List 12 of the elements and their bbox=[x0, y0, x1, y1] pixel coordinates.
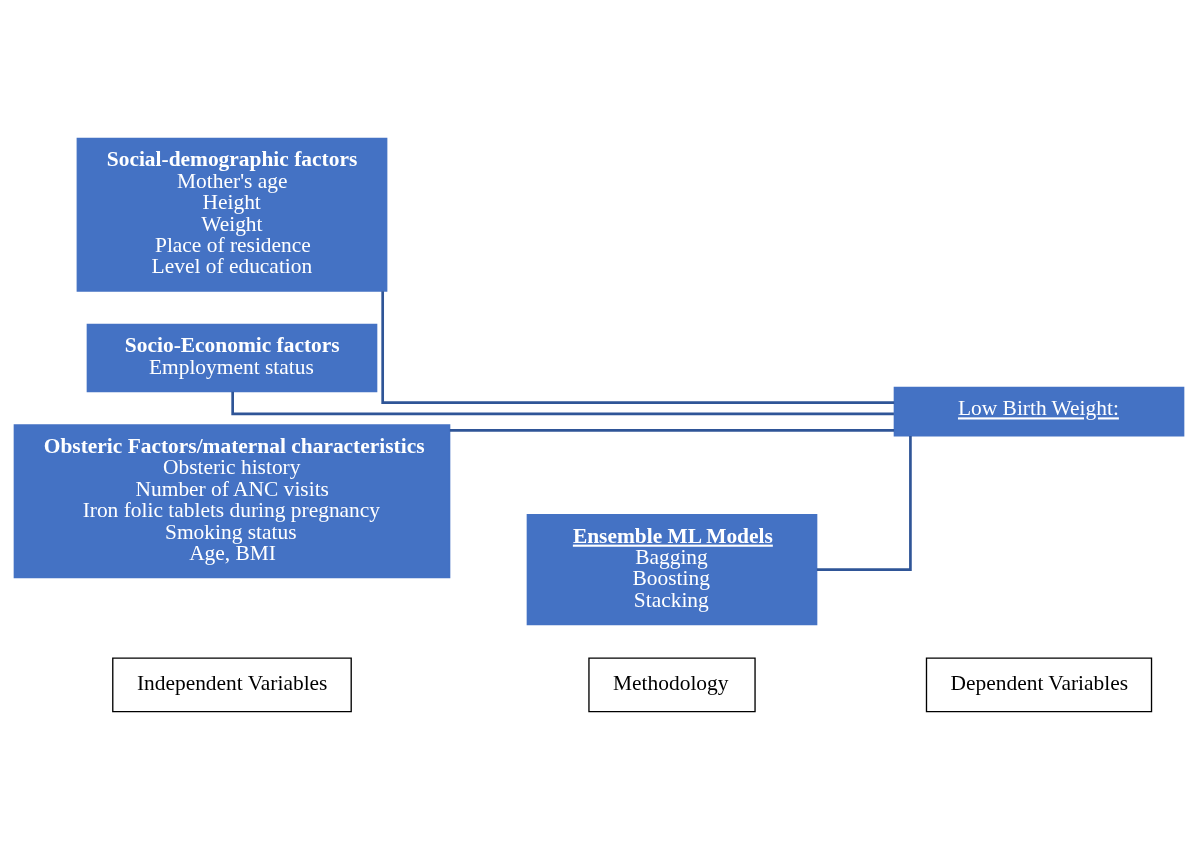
node-box: Social-demographic factors Mother's age Height Weight Place of residence Level of education bbox=[76, 137, 388, 292]
node-box: Dependent Variables bbox=[925, 656, 1153, 712]
node-box: Independent Variables bbox=[112, 656, 352, 712]
node-box: Methodology bbox=[588, 656, 756, 712]
connector bbox=[381, 290, 895, 404]
node-box: Socio-Economic factors Employment status bbox=[86, 323, 378, 392]
node-box: Low Birth Weight: bbox=[893, 386, 1185, 436]
connector bbox=[816, 435, 912, 571]
connector bbox=[231, 391, 894, 415]
node-box: Ensemble ML Models Bagging Boosting Stacking bbox=[526, 513, 818, 625]
connector bbox=[449, 428, 895, 432]
node-box: Obsteric Factors/maternal characteristics Obsteric history Number of ANC visits Iron folic tablets during pregnancy Smoking status Age, BMI bbox=[13, 423, 451, 578]
